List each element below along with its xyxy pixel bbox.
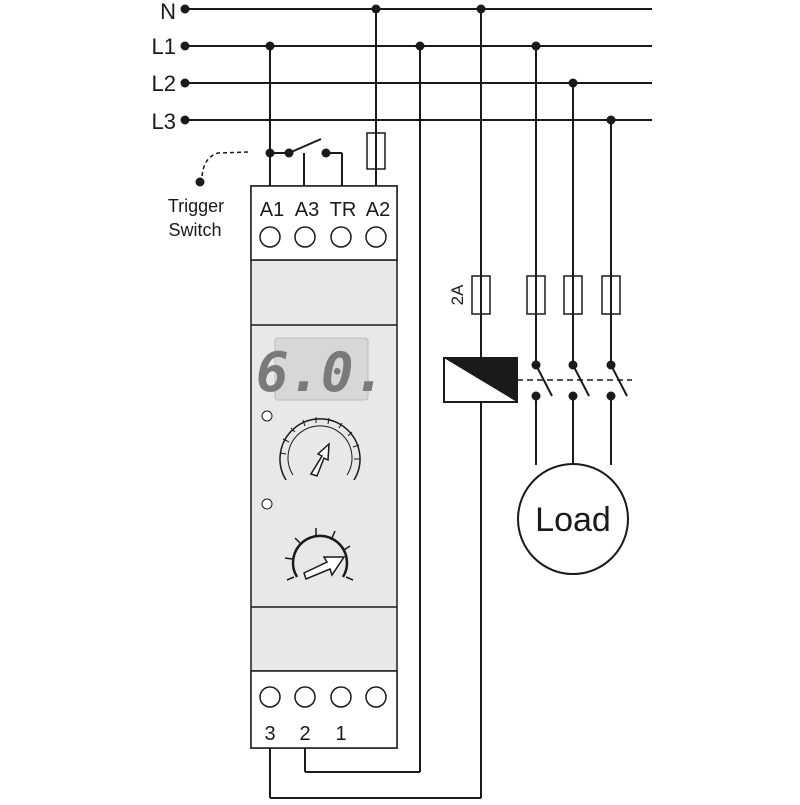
terminal-label-tr: TR	[330, 199, 357, 221]
trigger-switch-label-2: Switch	[168, 220, 221, 240]
terminal-label-2: 2	[299, 723, 310, 745]
trigger-switch-label-1: Trigger	[168, 196, 224, 216]
terminal-screw-1	[330, 686, 352, 708]
digital-display: 6.0.	[256, 337, 386, 404]
terminal-screw-2	[294, 686, 316, 708]
terminal-label-a1: A1	[260, 199, 284, 221]
terminal-screw-3	[259, 686, 281, 708]
fuse-rating-label: 2A	[448, 284, 467, 305]
terminal-screw-tr	[330, 226, 352, 248]
load-circle	[517, 463, 629, 575]
status-led-2	[261, 498, 273, 510]
terminal-screw-a2	[365, 226, 387, 248]
time-dial-icon	[279, 417, 361, 481]
load-label: Load	[535, 501, 611, 539]
adjust-knob-icon	[284, 528, 354, 581]
terminal-screw-a3	[294, 226, 316, 248]
status-led-1	[261, 410, 273, 422]
relay-housing	[250, 185, 398, 749]
display-value: 6.0.	[256, 341, 386, 404]
main-contacts	[517, 46, 632, 465]
supply-lines: N L1 L2 L3	[152, 0, 652, 134]
contactor-coil	[443, 357, 518, 403]
trigger-switch-contact	[195, 138, 343, 187]
line-label-l1: L1	[152, 34, 176, 59]
terminal-label-a2: A2	[366, 199, 390, 221]
terminal-label-a3: A3	[295, 199, 319, 221]
terminal-screw-a1	[259, 226, 281, 248]
terminal-screw-blank	[365, 686, 387, 708]
terminal-label-1: 1	[335, 723, 346, 745]
line-label-l3: L3	[152, 109, 176, 134]
terminal-label-3: 3	[264, 723, 275, 745]
line-label-l2: L2	[152, 71, 176, 96]
line-label-n: N	[160, 0, 176, 24]
junctions	[265, 4, 616, 125]
